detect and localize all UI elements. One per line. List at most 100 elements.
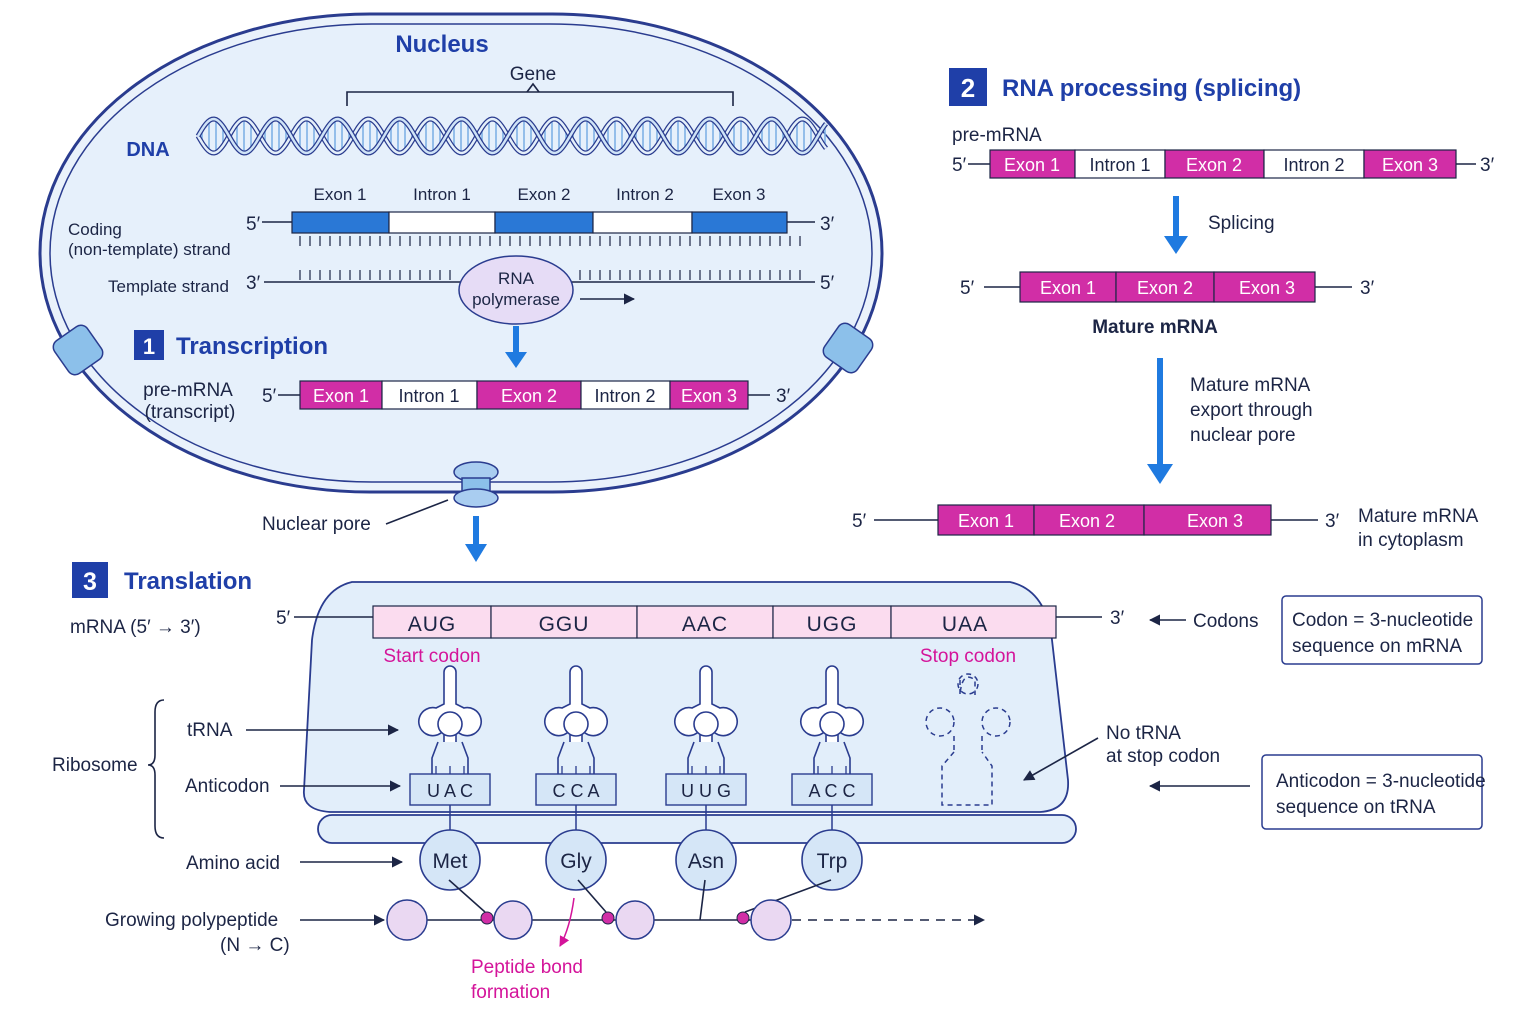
anticodon-text: U U G	[681, 781, 731, 801]
svg-text:5′: 5′	[852, 511, 867, 532]
trna-label: tRNA	[187, 720, 233, 741]
amino-acid-text: Trp	[817, 850, 848, 873]
export-label-2: export through	[1190, 400, 1313, 421]
svg-text:Intron 2: Intron 2	[1283, 155, 1344, 175]
transcription-title: Transcription	[176, 333, 328, 360]
splicing-label: Splicing	[1208, 213, 1275, 234]
side-pore-left	[52, 324, 104, 376]
svg-text:5′: 5′	[262, 386, 277, 407]
cyto-exon-3	[1143, 504, 1272, 536]
svg-text:3′: 3′	[246, 273, 261, 294]
svg-text:GGU: GGU	[539, 613, 590, 636]
trna-cloverleaf	[418, 665, 482, 742]
template-strand-label: Template strand	[108, 277, 229, 296]
transcript-exon-1	[299, 380, 383, 410]
dna-exon-2	[494, 211, 594, 234]
dna-exon-2-label: Exon 2	[518, 185, 571, 204]
svg-text:AUG: AUG	[408, 613, 457, 636]
translation: 3 Translation mRNA (5′ → 3′) 5′ 3′ AUG G…	[52, 562, 1486, 1003]
coding-strand-sublabel: (non-template) strand	[68, 240, 231, 259]
ribosome-label: Ribosome	[52, 755, 138, 776]
svg-text:3′: 3′	[1110, 608, 1125, 629]
cyto-mrna-label-1: Mature mRNA	[1358, 506, 1479, 527]
anticodon-box	[665, 773, 747, 806]
peptide-bond-label-1: Peptide bond	[471, 957, 583, 978]
dna-double-helix	[195, 116, 828, 156]
svg-text:Codon = 3-nucleotide: Codon = 3-nucleotide	[1292, 610, 1473, 631]
residue-bead-3	[615, 900, 655, 940]
svg-text:1: 1	[143, 334, 155, 359]
dna-intron-2-label: Intron 2	[616, 185, 674, 204]
svg-text:5′: 5′	[276, 608, 291, 629]
svg-text:3′: 3′	[776, 386, 791, 407]
svg-text:3′: 3′	[820, 214, 835, 235]
anticodon-label: Anticodon	[185, 776, 270, 797]
mrna-direction-label: mRNA (5′ → 3′)	[70, 617, 201, 638]
amino-acid-circle	[545, 829, 607, 891]
trna-cloverleaf	[544, 665, 608, 742]
dna-intron-1-label: Intron 1	[413, 185, 471, 204]
transcript-exon-3	[669, 380, 749, 410]
peptide-bond-2	[601, 911, 615, 925]
svg-text:Exon 2: Exon 2	[1059, 511, 1115, 531]
no-trna-label-1: No tRNA	[1106, 723, 1181, 744]
dna-label: DNA	[126, 139, 169, 161]
start-codon-label: Start codon	[383, 646, 480, 667]
svg-text:2: 2	[961, 73, 975, 103]
svg-text:5′: 5′	[960, 278, 975, 299]
processing-exon-2	[1164, 149, 1265, 179]
nuclear-pore-label: Nuclear pore	[262, 514, 371, 535]
side-pore-right	[822, 322, 874, 374]
export-arrow	[465, 544, 487, 562]
dna-exon-1-label: Exon 1	[314, 185, 367, 204]
svg-text:Intron 2: Intron 2	[594, 386, 655, 406]
no-trna-label-2: at stop codon	[1106, 746, 1220, 767]
pre-mrna-label: pre-mRNA	[143, 380, 233, 401]
svg-text:Exon 1: Exon 1	[1004, 155, 1060, 175]
svg-text:Exon 3: Exon 3	[1382, 155, 1438, 175]
dna-strand-a	[196, 117, 827, 155]
svg-text:Exon 1: Exon 1	[958, 511, 1014, 531]
coding-strand-label: Coding	[68, 220, 122, 239]
residue-bead-1	[386, 899, 428, 941]
amino-acid-text: Met	[432, 850, 467, 873]
base-pair-ticks-template	[299, 270, 801, 280]
svg-text:Anticodon = 3-nucleotide: Anticodon = 3-nucleotide	[1276, 771, 1486, 792]
residue-bead-2	[493, 900, 533, 940]
step-3-badge	[72, 562, 108, 598]
codon-5	[890, 605, 1057, 639]
dna-strand-b	[196, 117, 827, 155]
codons-label: Codons	[1193, 611, 1259, 632]
svg-text:Exon 1: Exon 1	[313, 386, 369, 406]
processing-intron-1	[1074, 149, 1166, 179]
codon-4	[772, 605, 892, 639]
peptide-bond-3	[736, 911, 750, 925]
processing-intron-2	[1263, 149, 1365, 179]
svg-text:Exon 2: Exon 2	[1186, 155, 1242, 175]
svg-text:UAA: UAA	[942, 613, 988, 636]
processing-exon-1	[989, 149, 1076, 179]
polypeptide-direction-label: (N → C)	[220, 935, 290, 956]
dna-exon-3	[691, 211, 788, 234]
svg-text:3′: 3′	[1325, 511, 1340, 532]
translation-title: Translation	[124, 568, 252, 595]
rna-polymerase	[458, 255, 574, 325]
codon-definition-box	[1281, 595, 1483, 665]
svg-text:Exon 2: Exon 2	[1137, 278, 1193, 298]
svg-text:RNA: RNA	[498, 269, 535, 288]
step-1-badge	[134, 330, 164, 360]
svg-text:3′: 3′	[1360, 278, 1375, 299]
svg-text:sequence on mRNA: sequence on mRNA	[1292, 636, 1462, 657]
amino-acid-circle	[801, 829, 863, 891]
trna-cloverleaf	[674, 665, 738, 742]
residue-bead-4	[750, 899, 792, 941]
rna-processing: 2 RNA processing (splicing) pre-mRNA 5′ …	[852, 68, 1495, 551]
svg-text:UGG: UGG	[807, 613, 858, 636]
svg-text:polymerase: polymerase	[472, 290, 560, 309]
anticodon-box	[791, 773, 873, 806]
